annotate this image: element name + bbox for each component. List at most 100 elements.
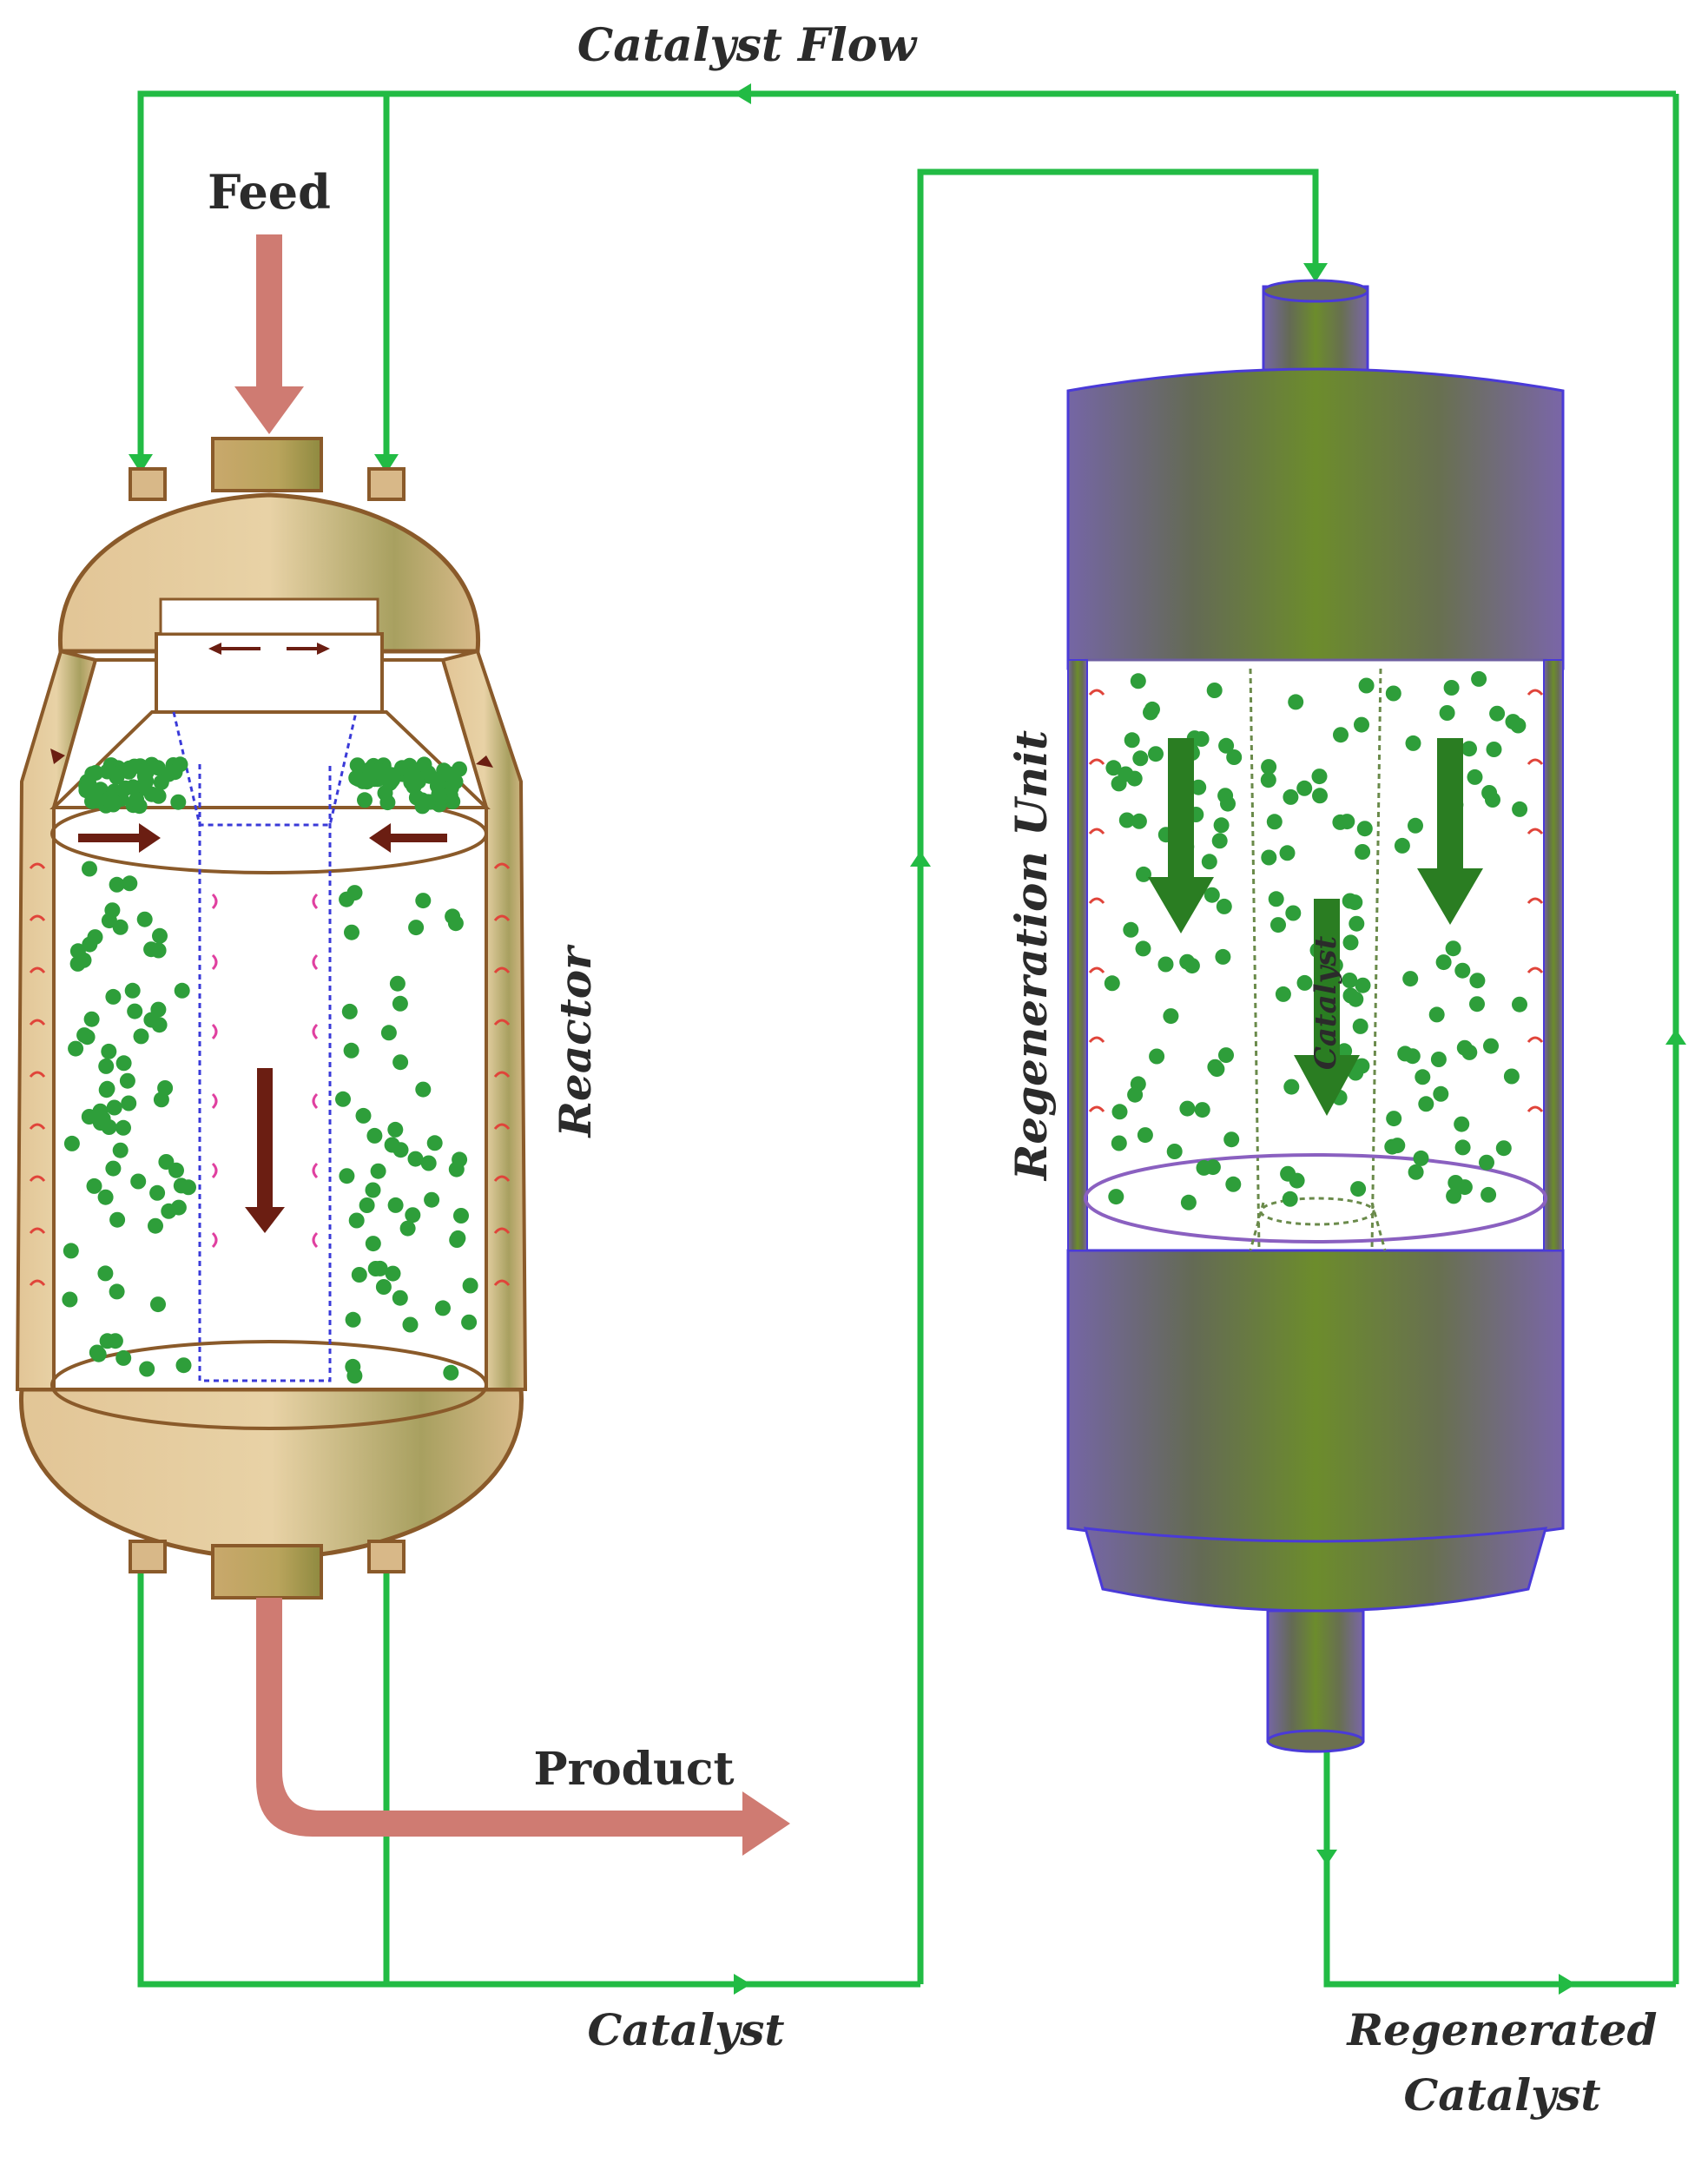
catalyst-particle bbox=[161, 1203, 177, 1219]
catalyst-particle bbox=[367, 1261, 384, 1276]
catalyst-particle bbox=[79, 1029, 96, 1046]
catalyst-particle bbox=[1349, 915, 1365, 932]
catalyst-particle bbox=[461, 1314, 478, 1330]
catalyst-particle bbox=[97, 1265, 114, 1282]
product-label: Product bbox=[533, 1743, 734, 1796]
catalyst-inner-label: Catalyst bbox=[1309, 936, 1343, 1071]
regen-bottom-cone bbox=[1083, 1527, 1548, 1613]
catalyst-particle bbox=[105, 988, 122, 1005]
catalyst-particle bbox=[1283, 1078, 1300, 1095]
catalyst-particle bbox=[105, 1160, 122, 1177]
catalyst-particle bbox=[380, 1025, 397, 1041]
reactor-bottom-nozzle bbox=[211, 1544, 323, 1600]
reactor-right-port bbox=[367, 467, 406, 501]
catalyst-particle bbox=[97, 1189, 114, 1205]
catalyst-particle bbox=[1104, 975, 1120, 992]
regen-wall-right bbox=[1543, 659, 1564, 1251]
regeneration-unit-vessel bbox=[1066, 279, 1565, 1753]
catalyst-particle bbox=[148, 1217, 163, 1234]
catalyst-particle bbox=[82, 936, 98, 953]
catalyst-particle bbox=[1339, 814, 1355, 830]
catalyst-particle bbox=[1386, 1111, 1402, 1127]
catalyst-particle bbox=[1311, 768, 1328, 785]
regen-dividers bbox=[1249, 668, 1382, 1251]
regen-bottom-nozzle bbox=[1266, 1609, 1365, 1743]
catalyst-particle bbox=[1512, 801, 1528, 817]
catalyst-particle bbox=[1218, 1047, 1234, 1064]
regen-side-marks bbox=[1088, 689, 1544, 1112]
catalyst-particle bbox=[426, 1135, 443, 1151]
catalyst-particle bbox=[1350, 1181, 1367, 1197]
catalyst-particle bbox=[115, 1055, 132, 1072]
regen-bottom-ring bbox=[1084, 1153, 1547, 1243]
catalyst-particle bbox=[133, 1028, 149, 1045]
catalyst-particle bbox=[375, 1279, 392, 1295]
catalyst-particle bbox=[62, 1291, 78, 1308]
catalyst-particle bbox=[127, 1003, 143, 1019]
catalyst-particle bbox=[1461, 741, 1477, 757]
regen-inner-funnel bbox=[1249, 1202, 1387, 1251]
regen-lower-shell bbox=[1066, 1249, 1565, 1547]
catalyst-particle bbox=[1279, 845, 1296, 861]
catalyst-particle bbox=[1454, 1139, 1471, 1156]
catalyst-particle bbox=[392, 1142, 409, 1158]
catalyst-particle bbox=[1260, 772, 1276, 788]
catalyst-particle bbox=[1347, 894, 1363, 911]
catalyst-particle bbox=[157, 1080, 174, 1096]
catalyst-particle bbox=[158, 1154, 175, 1170]
catalyst-particle bbox=[109, 876, 125, 893]
catalyst-particle bbox=[452, 761, 467, 777]
catalyst-particle bbox=[1505, 714, 1521, 730]
catalyst-particle bbox=[453, 1208, 469, 1224]
catalyst-particle bbox=[1384, 1138, 1401, 1155]
regenerated-bottom-line bbox=[1323, 1750, 1676, 1988]
catalyst-particle bbox=[435, 1300, 451, 1316]
catalyst-particle bbox=[124, 982, 141, 999]
catalyst-particle bbox=[1355, 977, 1371, 993]
catalyst-particle bbox=[63, 1135, 80, 1151]
catalyst-particle bbox=[339, 1168, 355, 1184]
catalyst-particle bbox=[1261, 849, 1277, 866]
catalyst-particle bbox=[431, 786, 447, 802]
catalyst-particle bbox=[112, 919, 129, 935]
catalyst-particle bbox=[1512, 996, 1527, 1013]
catalyst-particle bbox=[1355, 844, 1371, 860]
catalyst-particle bbox=[1480, 1186, 1497, 1203]
catalyst-particle bbox=[137, 775, 153, 791]
catalyst-particle bbox=[150, 1001, 167, 1018]
catalyst-particle bbox=[424, 1191, 440, 1208]
regen-arrow-right bbox=[1417, 738, 1483, 925]
catalyst-particle bbox=[1179, 1100, 1196, 1117]
regen-inner-funnel-ring bbox=[1259, 1197, 1375, 1226]
catalyst-particle bbox=[1215, 948, 1231, 965]
catalyst-particle bbox=[420, 1155, 437, 1171]
catalyst-particle bbox=[365, 1182, 381, 1198]
catalyst-particle bbox=[68, 1040, 84, 1057]
catalyst-particle bbox=[392, 1054, 409, 1071]
regen-top-nozzle-cap bbox=[1262, 279, 1369, 303]
catalyst-particle bbox=[1454, 962, 1471, 979]
catalyst-particle bbox=[1218, 737, 1235, 754]
catalyst-particle bbox=[366, 1127, 383, 1144]
catalyst-particle bbox=[1443, 680, 1460, 696]
reactor-top-nozzle bbox=[211, 437, 323, 492]
catalyst-particle bbox=[365, 1236, 381, 1252]
regen-upper-shell bbox=[1066, 367, 1565, 670]
catalyst-particle bbox=[1111, 1135, 1127, 1151]
catalyst-flow-top-line bbox=[137, 90, 1676, 469]
catalyst-particle bbox=[1135, 940, 1151, 957]
regen-arrow-center bbox=[1294, 899, 1360, 1116]
catalyst-particle bbox=[1404, 1048, 1421, 1065]
arrowhead-regen-right bbox=[1559, 1974, 1576, 1995]
catalyst-particle bbox=[1132, 750, 1149, 767]
catalyst-particle bbox=[1433, 1085, 1449, 1102]
catalyst-particle bbox=[1283, 788, 1299, 805]
catalyst-particle bbox=[1123, 921, 1139, 938]
catalyst-particle bbox=[139, 1361, 155, 1377]
catalyst-particle bbox=[152, 927, 168, 944]
catalyst-particle bbox=[1285, 905, 1302, 921]
catalyst-particle bbox=[355, 1107, 372, 1124]
catalyst-particle bbox=[1194, 1102, 1210, 1118]
catalyst-particle bbox=[109, 1211, 126, 1228]
catalyst-particle bbox=[1354, 716, 1369, 733]
